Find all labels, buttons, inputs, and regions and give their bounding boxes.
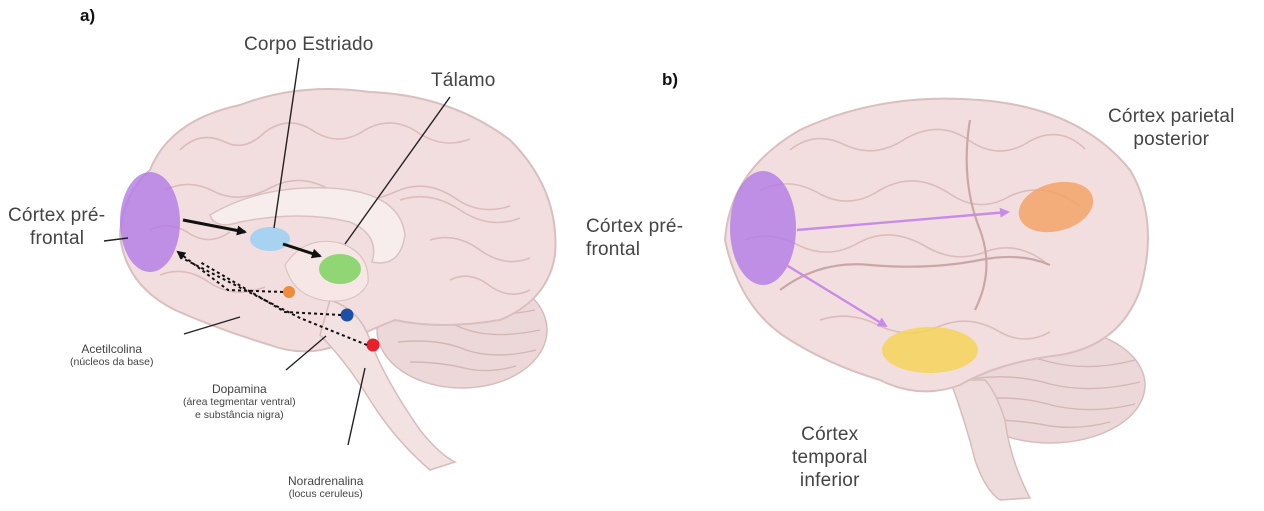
label-cortex-temporal-inferior: Córtex temporal inferior <box>792 424 868 492</box>
prefrontal-highlight-a <box>120 172 180 272</box>
noradrenaline-dot <box>367 339 380 352</box>
label-talamo: Tálamo <box>431 70 496 93</box>
prefrontal-highlight-b <box>730 171 796 285</box>
panel-a-tag: a) <box>80 6 95 26</box>
label-dopamina: Dopamina (área tegmentar ventral) e subs… <box>183 382 296 422</box>
label-noradrenalina: Noradrenalina (locus ceruleus) <box>288 474 363 501</box>
temporal-highlight <box>882 327 978 373</box>
label-cortex-pre-frontal-b: Córtex pré- frontal <box>586 216 683 262</box>
acetylcholine-dot <box>283 286 295 298</box>
panel-b-tag: b) <box>662 70 678 90</box>
striatum-highlight <box>250 227 290 251</box>
brain-b-lateral <box>725 99 1148 500</box>
label-cortex-pre-frontal-a: Córtex pré- frontal <box>8 205 105 251</box>
thalamus-highlight <box>319 254 361 284</box>
brain-a-sagittal <box>104 58 555 470</box>
label-corpo-estriado: Corpo Estriado <box>244 34 374 57</box>
label-cortex-parietal-posterior: Córtex parietal posterior <box>1108 106 1235 152</box>
dopamine-dot <box>341 309 354 322</box>
label-acetilcolina: Acetilcolina (núcleos da base) <box>70 342 153 369</box>
